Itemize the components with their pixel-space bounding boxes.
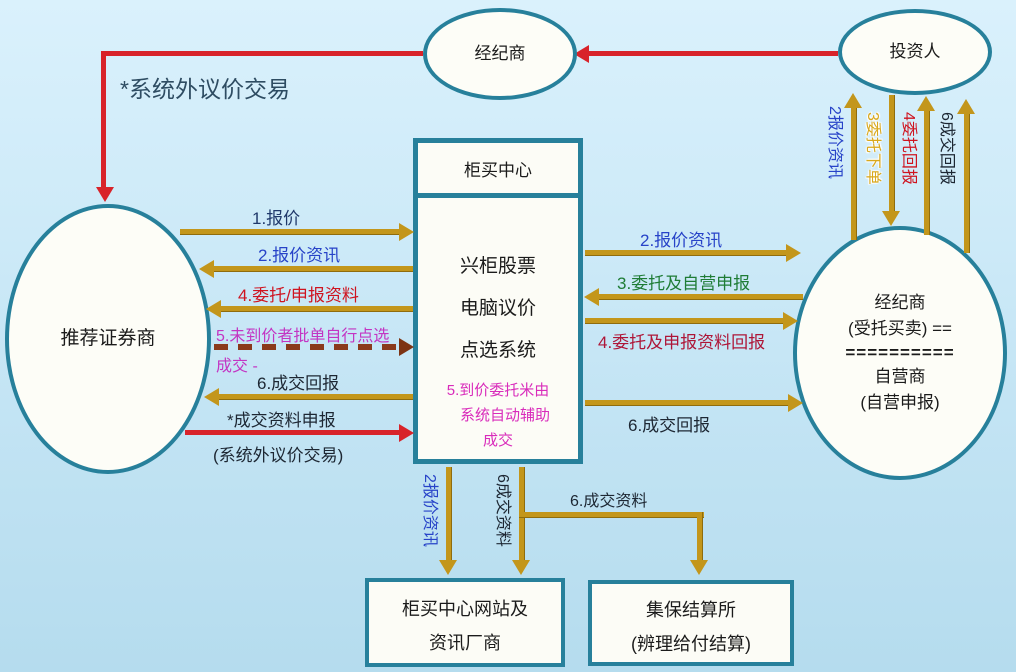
arrow-2-quote-info-down-head — [439, 560, 457, 575]
arrow-6-fill-report-right-head — [788, 394, 803, 412]
arrow-2-quote-info-down — [446, 467, 451, 561]
otc-center-line: 点选系统 — [459, 340, 536, 361]
edge-label-6-fill-report-left: 6.成交回报 — [257, 374, 340, 393]
broker-top-label: 经纪商 — [474, 44, 526, 63]
arrow-offsystem-fill-data — [185, 430, 399, 435]
arrow-2-quote-info-right-head — [786, 244, 801, 262]
node-otc-center: 柜买中心 兴柜股票 电脑议价 点选系统 5.到价委托米由 系统自动辅助 成交 — [413, 138, 583, 464]
broker-dealer-line: (自营申报) — [860, 393, 940, 412]
arrow-3-order-dealer-report — [599, 294, 803, 299]
otc-center-note: 5.到价委托米由 系统自动辅助 成交 — [418, 378, 578, 453]
node-clearing-house: 集保结算所 (辨理给付结算) — [588, 580, 794, 666]
arrow-6-fill-data-branch-vertical — [697, 512, 702, 561]
edge-label-2-quote-info-up: 2报价资讯 — [826, 106, 843, 179]
arrow-offsystem-head — [96, 187, 114, 202]
arrow-4-order-report-data-head — [206, 300, 221, 318]
arrow-5-manual-click-dashed — [214, 344, 399, 350]
edge-label-6-fill-data-branch: 6.成交资料 — [570, 493, 648, 510]
arrow-investor-to-broker-line — [589, 51, 838, 56]
edge-label-6-fill-data-down: 6成交资料 — [494, 474, 511, 547]
arrow-6-fill-data-branch-head — [690, 560, 708, 575]
investor-label: 投资人 — [889, 42, 941, 61]
website-vendor-line: 资讯厂商 — [429, 633, 501, 653]
node-broker-top: 经纪商 — [423, 8, 577, 100]
node-investor: 投资人 — [838, 9, 992, 95]
arrow-4-order-report-return-head — [783, 312, 798, 330]
arrow-6-fill-report-right — [585, 400, 788, 405]
arrow-4-order-report-return — [585, 318, 783, 323]
edge-label-offsystem-fill-data: *成交资料申报 — [227, 411, 336, 430]
arrow-6-fill-report-to-dealer — [219, 394, 413, 399]
edge-label-3-order-down: 3委托下单 — [864, 112, 881, 185]
arrow-6-fill-data-down-head — [512, 560, 530, 575]
arrow-4-order-report-up-head — [917, 96, 935, 111]
arrow-3-order-down-head — [882, 211, 900, 226]
arrow-offsystem-vertical — [101, 51, 106, 187]
broker-dealer-divider: ========== — [845, 343, 955, 362]
arrow-3-order-down — [889, 95, 894, 212]
off-system-trade-annotation: *系统外议价交易 — [120, 76, 290, 102]
otc-center-header: 柜买中心 — [418, 143, 578, 198]
edge-label-6-fill-report-up: 6成交回报 — [938, 112, 955, 185]
edge-label-2-quote-info-down: 2报价资讯 — [421, 474, 438, 547]
otc-center-body: 兴柜股票 电脑议价 点选系统 5.到价委托米由 系统自动辅助 成交 — [418, 198, 578, 453]
edge-label-2-quote-info-right: 2.报价资讯 — [640, 231, 723, 250]
arrow-2-quote-info-up-head — [844, 93, 862, 108]
arrow-offsystem-fill-data-head — [399, 424, 414, 442]
edge-label-6-fill-report-right: 6.成交回报 — [628, 416, 711, 435]
otc-center-line: 兴柜股票 — [459, 256, 536, 277]
broker-dealer-line: (受托买卖) == — [848, 319, 952, 338]
arrow-6-fill-report-up-head — [957, 99, 975, 114]
edge-label-4-order-report-return: 4.委托及申报资料回报 — [598, 333, 766, 352]
otc-center-note-line: 成交 — [482, 432, 513, 449]
arrow-5-manual-click-head — [399, 338, 414, 356]
website-vendor-line: 柜买中心网站及 — [402, 599, 528, 619]
arrow-2-quote-info-right — [585, 250, 786, 255]
arrow-4-order-report-data — [221, 306, 413, 311]
node-website-vendor: 柜买中心网站及 资讯厂商 — [365, 578, 565, 667]
edge-label-5-manual-click: 5.未到价者批单自行点选 — [216, 328, 390, 345]
arrow-6-fill-data-branch-horizontal — [519, 512, 704, 517]
arrow-6-fill-report-up — [964, 113, 969, 253]
arrow-investor-to-broker-head — [574, 45, 589, 63]
arrow-offsystem-horizontal — [103, 51, 423, 56]
otc-center-note-line: 系统自动辅助 — [459, 407, 550, 424]
otc-center-line: 电脑议价 — [459, 298, 536, 319]
edge-label-2-quote-info-left: 2.报价资讯 — [258, 246, 341, 265]
arrow-2-quote-info-up — [851, 107, 856, 240]
arrow-4-order-report-up — [924, 110, 929, 235]
arrow-1-quote — [180, 229, 399, 234]
broker-dealer-line: 自营商 — [874, 367, 926, 386]
edge-label-4-order-report-data: 4.委托/申报资料 — [238, 286, 359, 305]
edge-label-3-order-dealer-report: 3.委托及自营申报 — [617, 274, 751, 293]
edge-label-1-quote: 1.报价 — [252, 209, 301, 228]
node-broker-dealer: 经纪商 (受托买卖) == ========== 自营商 (自营申报) — [793, 226, 1007, 480]
broker-dealer-line: 经纪商 — [874, 293, 926, 312]
arrow-2-quote-info-left — [214, 266, 413, 271]
arrow-6-fill-report-to-dealer-head — [204, 388, 219, 406]
edge-label-offsystem-fill-data-2: (系统外议价交易) — [213, 446, 344, 465]
recommending-dealer-label: 推荐证券商 — [60, 328, 156, 349]
clearing-house-line: (辨理给付结算) — [631, 634, 751, 654]
node-recommending-dealer: 推荐证券商 — [5, 204, 211, 474]
edge-label-4-order-report-up: 4委托回报 — [900, 112, 917, 185]
arrow-1-quote-head — [399, 223, 414, 241]
arrow-2-quote-info-left-head — [199, 260, 214, 278]
arrow-3-order-dealer-report-head — [584, 288, 599, 306]
clearing-house-line: 集保结算所 — [646, 600, 736, 620]
otc-center-note-line: 5.到价委托米由 — [446, 382, 550, 399]
edge-label-5-manual-click-2: 成交 - — [216, 358, 258, 375]
